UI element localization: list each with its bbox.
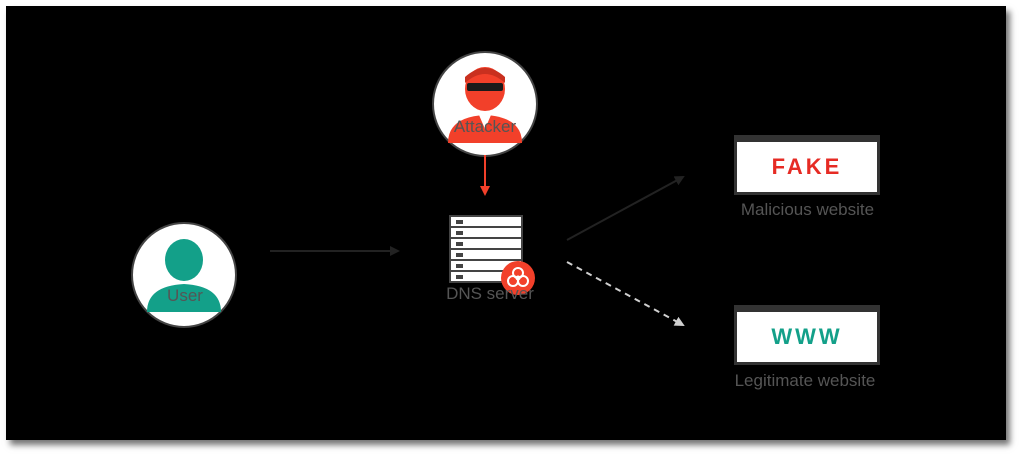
attacker-label: Attacker: [453, 117, 517, 136]
malicious-website-label: Malicious website: [740, 200, 875, 219]
malicious-website-browser: FAKE: [734, 135, 880, 195]
server-rack-icon: [449, 215, 523, 283]
user-avatar-circle: [131, 222, 237, 328]
dns-server-label: DNS server: [446, 284, 534, 303]
dns-to-malicious-arrow: [566, 176, 685, 241]
legitimate-website-label: Legitimate website: [734, 371, 876, 390]
legitimate-website-browser: WWW: [734, 305, 880, 365]
hacker-avatar-icon: [448, 67, 522, 143]
biohazard-icon: [501, 261, 535, 295]
user-label: User: [167, 286, 203, 305]
attacker-avatar-circle: [432, 51, 538, 157]
www-text: WWW: [771, 324, 843, 349]
fake-text: FAKE: [771, 154, 843, 179]
dns-to-legitimate-arrow: [566, 261, 685, 326]
user-avatar-icon: [147, 239, 221, 312]
